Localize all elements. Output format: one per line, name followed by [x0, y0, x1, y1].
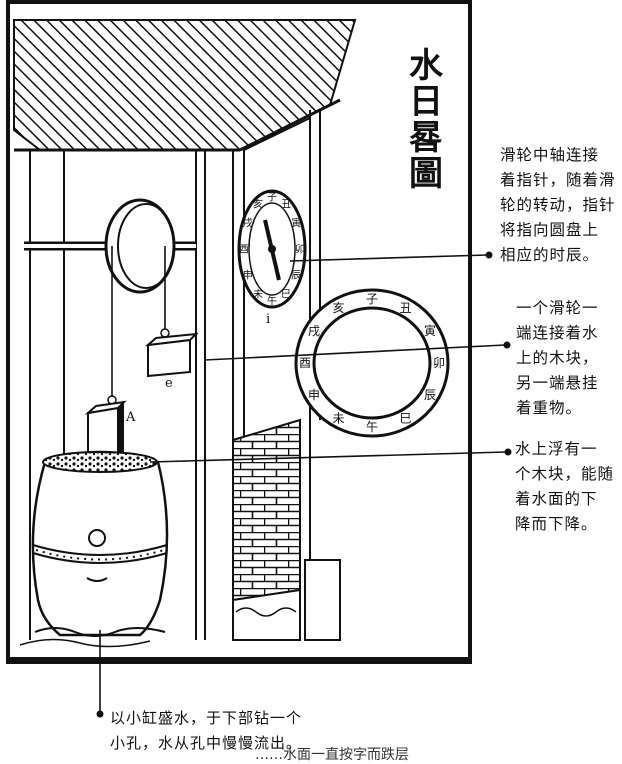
callout-line: 轮的转动，指针 [500, 196, 616, 214]
dial-hour-char: 未 [253, 289, 263, 301]
dial-hour-char: 卯 [295, 244, 305, 256]
dial-hour-char: 申 [308, 388, 320, 402]
dial-hour-char: 午 [366, 420, 378, 434]
leader-lines [99, 254, 507, 712]
label-i: i [266, 312, 271, 327]
dial-hour-char: 子 [267, 192, 277, 204]
callout-line: 以小缸盛水，于下部钻一个 [110, 709, 303, 727]
title-char: 日 [409, 82, 443, 122]
dial-hour-char: 酉 [239, 245, 249, 256]
pulley [24, 198, 196, 405]
title-char: 晷 [409, 118, 443, 158]
callout-floating-block: 水上浮有一 个木块，能随 着水面的下 降而下降。 [515, 437, 614, 537]
label-a: A [126, 410, 136, 425]
dial-hour-char: 丑 [399, 301, 411, 315]
title-char: 水 [409, 46, 443, 86]
callout-line: 相应的时辰。 [500, 246, 600, 264]
dial-hour-char: 巳 [399, 412, 411, 426]
callout-pulley: 一个滑轮一 端连接着水 上的木块， 另一端悬挂 着重物。 [516, 296, 599, 421]
dial-hour-char: 戌 [308, 324, 320, 338]
page-title: 水 日 晷 圖 [398, 48, 454, 192]
counterweight [144, 332, 199, 378]
dial-hour-char: 巳 [281, 289, 291, 301]
callout-line: 另一端悬挂 [516, 374, 599, 392]
title-char: 圖 [409, 154, 443, 194]
callout-line: 个木块，能随 [515, 465, 615, 483]
dial-hour-char: 亥 [332, 301, 344, 315]
callout-line: 着重物。 [516, 399, 583, 417]
dial-hour-char: 辰 [291, 270, 301, 282]
dial-hour-char: 寅 [291, 217, 301, 230]
callout-line: 一个滑轮一 [516, 299, 599, 317]
water-jar [19, 450, 169, 648]
dial-hour-char: 寅 [424, 323, 436, 338]
callout-line: 端连接着水 [516, 324, 599, 342]
callout-line: 水上浮有一 [515, 440, 598, 458]
dial-hour-char: 辰 [424, 388, 436, 402]
dial-hour-char: 申 [243, 269, 253, 282]
callout-line: 小孔，水从孔中慢慢流出。 [110, 734, 303, 752]
footer-text-cut: ……水面一直按字而跌层 [255, 747, 409, 763]
callout-pointer-axle: 滑轮中轴连接 着指针，随着滑 轮的转动，指针 将指向圆盘上 相应的时辰。 [500, 143, 616, 268]
callout-line: 滑轮中轴连接 [500, 146, 600, 164]
dial-hour-char: 卯 [433, 356, 445, 370]
callout-line: 着水面的下 [515, 490, 598, 508]
callout-line: 着指针，随着滑 [500, 171, 616, 189]
dial-hour-char: 戌 [243, 217, 253, 230]
dial-hour-char: 未 [332, 412, 344, 426]
dial-hour-char: 子 [366, 292, 378, 306]
dial-hour-char: 丑 [281, 200, 291, 211]
callout-line: 降而下降。 [515, 515, 598, 533]
callout-water-jar: 以小缸盛水，于下部钻一个 小孔，水从孔中慢慢流出。 [110, 706, 302, 756]
dial-hour-char: 午 [267, 295, 277, 308]
dial-hour-char: 酉 [299, 356, 311, 370]
leader-dots [96, 251, 512, 718]
print-border [6, 0, 472, 664]
callout-line: 将指向圆盘上 [500, 221, 600, 239]
roof [13, 19, 357, 152]
callout-line: 上的木块， [516, 349, 599, 367]
label-e: e [165, 376, 173, 391]
brick-wall [232, 418, 341, 641]
dial-hour-char: 亥 [253, 198, 263, 211]
